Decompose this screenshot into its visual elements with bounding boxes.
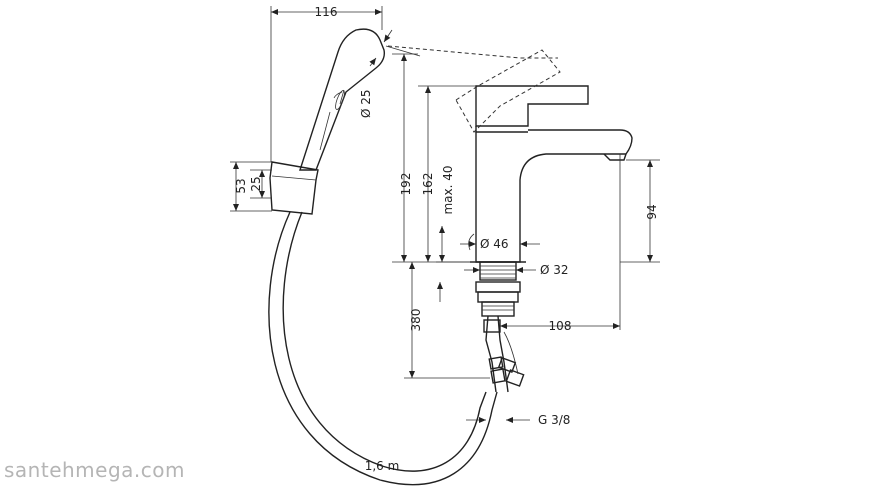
shower-holder [269,161,319,215]
dim-hose-length: 1,6 m [365,459,400,473]
dim-diameter-32: Ø 32 [540,263,569,277]
dim-192: 192 [399,173,413,196]
hand-shower [299,28,386,171]
dim-162: 162 [421,173,435,196]
dim-108: 108 [549,319,572,333]
dim-diameter-25: Ø 25 [359,89,373,118]
dim-380: 380 [409,309,423,332]
dim-53: 53 [234,178,248,193]
dim-g-3-8: G 3/8 [538,413,570,427]
dim-25: 25 [249,176,263,191]
hose [268,211,498,486]
threaded-shank [475,261,525,393]
dim-diameter-46: Ø 46 [480,237,509,251]
dim-94: 94 [645,204,659,219]
dim-max-40: max. 40 [441,165,455,214]
dimension-lines [230,6,660,423]
watermark: santehmega.com [4,458,185,482]
dim-116: 116 [315,5,338,19]
handle-open-position [387,45,561,133]
